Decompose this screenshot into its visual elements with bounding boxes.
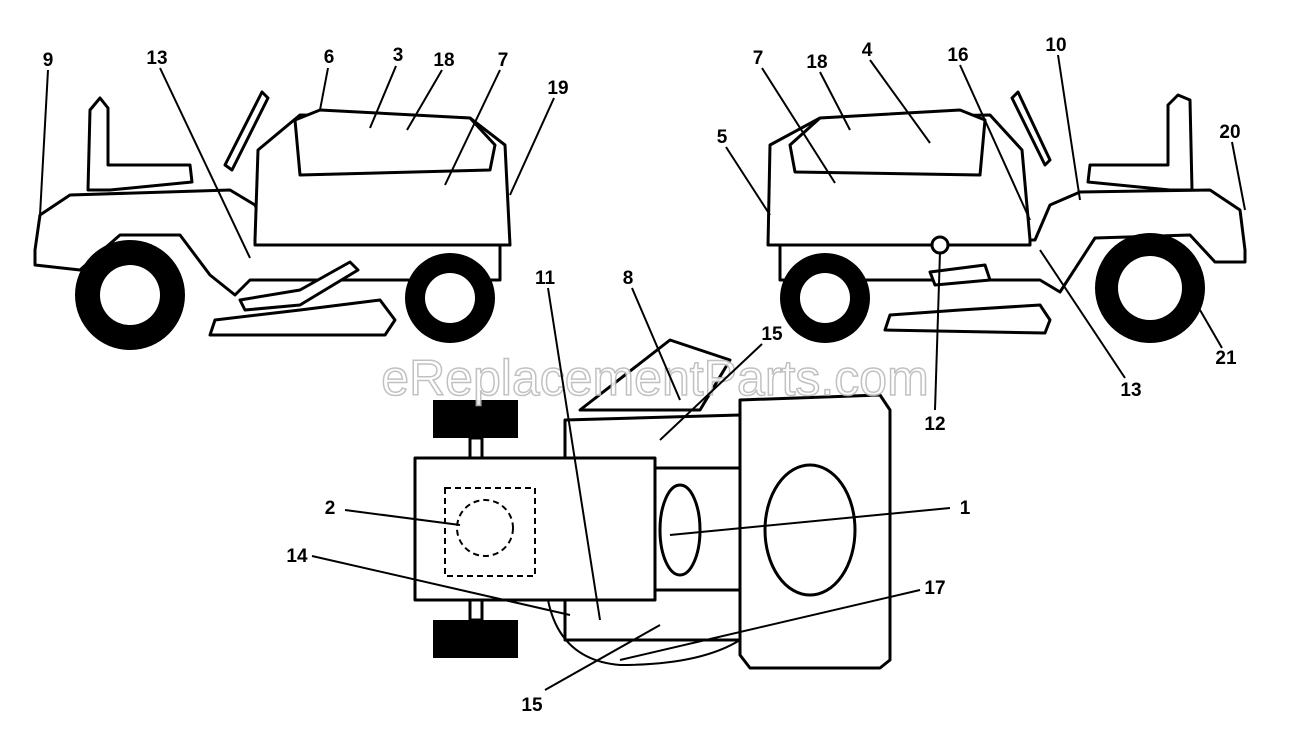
callout-6: 6: [324, 47, 335, 68]
callout-14: 14: [286, 546, 308, 567]
callout-15: 15: [521, 695, 543, 716]
callout-18: 18: [806, 52, 827, 73]
callout-10: 10: [1045, 35, 1066, 56]
callout-5: 5: [717, 127, 728, 148]
leader-lines: [39, 54, 1246, 691]
callout-8: 8: [623, 268, 634, 289]
watermark: eReplacementParts.com: [381, 350, 928, 406]
callout-13: 13: [1120, 380, 1141, 401]
callout-16: 16: [947, 45, 968, 66]
callout-13: 13: [146, 48, 167, 69]
top-view-tractor: [413, 338, 892, 670]
callout-15: 15: [761, 324, 783, 345]
left-side-view-tractor: [33, 90, 512, 350]
right-side-view-tractor: [766, 90, 1247, 343]
callout-20: 20: [1219, 122, 1240, 143]
callout-21: 21: [1215, 348, 1237, 369]
callout-7: 7: [498, 50, 509, 71]
callout-12: 12: [924, 414, 945, 435]
callout-labels: 9 13 6 3 18 7 19 7 18 4 16 10 20 5 21 13…: [43, 35, 1241, 716]
callout-4: 4: [862, 40, 873, 61]
callout-18: 18: [433, 50, 454, 71]
callout-17: 17: [924, 578, 945, 599]
callout-3: 3: [393, 45, 404, 66]
callout-11: 11: [535, 268, 556, 289]
callout-1: 1: [960, 498, 971, 519]
callout-9: 9: [43, 50, 54, 71]
callout-2: 2: [325, 498, 336, 519]
callout-19: 19: [547, 78, 568, 99]
callout-7: 7: [753, 48, 764, 69]
